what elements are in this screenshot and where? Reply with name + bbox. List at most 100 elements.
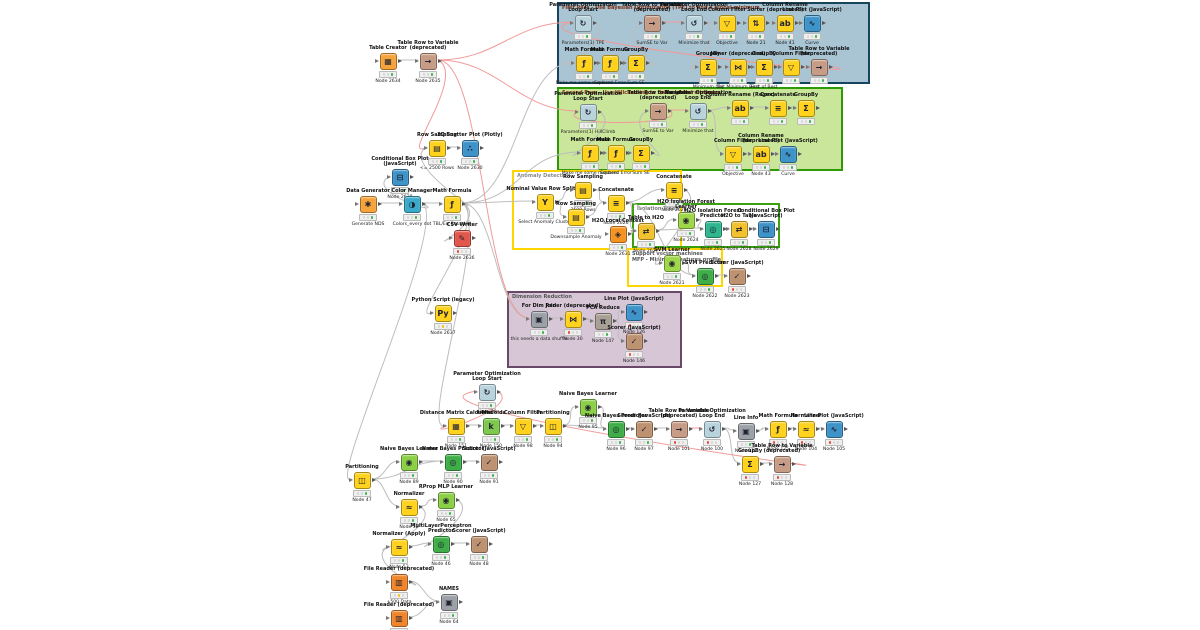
- node-title: Data Generator: [346, 188, 390, 195]
- node-label: Sum SE: [632, 170, 650, 176]
- dimension-reduction-box-title: Dimension Reduction: [512, 294, 572, 300]
- traffic-light: [461, 158, 479, 165]
- node-p_lineplot[interactable]: Line Plot (JavaScript)∿Node 126: [594, 290, 674, 335]
- traffic-light: [755, 77, 773, 84]
- node-scatter2630[interactable]: 3D Scatter Plot (Plotly)∴Node 2630: [430, 126, 510, 171]
- node-title: Column Filter: [708, 7, 746, 14]
- traffic-light: [773, 474, 791, 481]
- node-title: H2O Isolation Forest Predictor: [684, 207, 742, 220]
- node-title: Table Creator: [369, 45, 407, 52]
- node-title: Parameter Optimization Loop End: [660, 1, 728, 14]
- node-l_scorer48[interactable]: Scorer (JavaScript)✓Node 48: [439, 522, 519, 567]
- node-label: this needs a data shuffle: [510, 336, 568, 342]
- node-s_svmp[interactable]: SVM Predictor◎Node 2622: [665, 254, 745, 299]
- node-tc[interactable]: Table Creator▦Node 2634: [348, 39, 428, 84]
- node-label: Minimum Obj: [692, 84, 724, 90]
- traffic-light: [632, 163, 650, 170]
- i_predictor-icon: ◎: [699, 221, 727, 238]
- node-label: Make me some numbers: [555, 80, 613, 86]
- node-g_concat[interactable]: Concatenate≡: [738, 86, 818, 126]
- node-trv2635[interactable]: Table Row to Variable (deprecated)→Node …: [388, 39, 468, 84]
- node-i_h2o2tbl[interactable]: H2O to Table⇄Node 2628: [699, 207, 779, 252]
- g_loopend-icon: ↺: [684, 103, 712, 120]
- l_rprop65-icon: ◉: [432, 492, 460, 509]
- node-p_scorer[interactable]: Scorer (JavaScript)✓Node 146: [594, 319, 674, 364]
- node-label: Node 126: [622, 329, 646, 335]
- node-title: Conditional Box Plot (JavaScript): [371, 155, 429, 168]
- node-title: SVM Learner: [653, 247, 691, 254]
- node-b_lineplot[interactable]: Line Plot (JavaScript)∿Curve: [772, 1, 852, 46]
- node-l_nbp90[interactable]: Naive Bayes Predictor◎Node 90: [413, 440, 493, 485]
- node-label: +500 Data: [386, 599, 412, 605]
- traffic-light: [803, 33, 821, 40]
- traffic-light: [594, 331, 612, 338]
- traffic-light: [579, 122, 597, 129]
- node-label: Node 151: [444, 443, 468, 449]
- node-g_loopstart[interactable]: Parameter Optimization Loop Start↻Parame…: [548, 90, 628, 135]
- node-label: Node 2630: [457, 165, 483, 171]
- node-p_fordimred[interactable]: For Dim Red▣this needs a data shuffle: [499, 297, 579, 342]
- traffic-light: [470, 554, 488, 561]
- mathtbl-icon: ƒ: [438, 196, 466, 213]
- node-label: Sum SE: [627, 80, 645, 86]
- node-g_lineplot[interactable]: Line Plot (JavaScript)∿Curve: [748, 132, 828, 177]
- traffic-light: [724, 164, 742, 171]
- node-label: Node 128: [770, 481, 794, 487]
- node-label: Node 47: [352, 497, 372, 503]
- node-a_concat[interactable]: Concatenate≡Node 2626: [576, 181, 656, 226]
- node-b_loopstart[interactable]: Parameter Optimization Loop Start↻Parame…: [543, 1, 623, 46]
- node-i_predictor[interactable]: H2O Isolation Forest Predictor◎Node 2625: [673, 207, 753, 252]
- node-b_trv2[interactable]: Table Row to Variable (deprecated)→: [779, 45, 859, 85]
- traffic-light: [437, 510, 455, 517]
- node-csvw[interactable]: CSV Writer✎Node 2636: [422, 216, 502, 261]
- b_loopstart-icon: ↻: [569, 15, 597, 32]
- traffic-light: [544, 436, 562, 443]
- node-title: RProp MLP Learner: [418, 484, 474, 491]
- node-label: Make me some numbers: [561, 170, 619, 176]
- g_lineplot-icon: ∿: [774, 146, 802, 163]
- node-i_boxplot[interactable]: Conditional Box Plot (JavaScript)⊟Node 2…: [726, 207, 806, 252]
- traffic-light: [779, 164, 797, 171]
- node-g_colfilter[interactable]: Column Filter▽Objective: [693, 132, 773, 177]
- node-m_lineplot105[interactable]: Line Plot (JavaScript)∿Node 105: [794, 407, 874, 452]
- node-a_h2octx[interactable]: H2O Local Context◈Node 2631: [578, 212, 658, 257]
- node-s_scorer[interactable]: Scorer (JavaScript)✓Node 2623: [697, 254, 777, 299]
- node-label: Node 2623: [724, 293, 750, 299]
- traffic-light: [810, 77, 828, 84]
- traffic-light: [353, 490, 371, 497]
- node-a_rowsamp2[interactable]: Row Sampling▤Downsample Anomaly: [536, 195, 616, 240]
- node-label: Node 90: [443, 479, 463, 485]
- node-l_fr50[interactable]: File Reader (deprecated)▥Node 50: [359, 596, 439, 630]
- node-g_loopend[interactable]: Parameter Optimization Loop End↺Minimize…: [658, 89, 738, 134]
- node-title: H2O to Table: [720, 213, 758, 220]
- node-title: Row Sampling: [556, 201, 596, 208]
- m_loopstart99-icon: ↻: [473, 384, 501, 401]
- traffic-light: [601, 73, 619, 80]
- traffic-light: [434, 323, 452, 330]
- node-title: Math Formula: [596, 137, 636, 144]
- node-m_trv128[interactable]: Table Row to Variable (deprecated)→Node …: [742, 442, 822, 487]
- b_trv2-icon: →: [805, 59, 833, 76]
- trv2635-icon: →: [414, 53, 442, 70]
- l_fr50-icon: ▥: [385, 610, 413, 627]
- traffic-light: [704, 239, 722, 246]
- traffic-light: [564, 329, 582, 336]
- node-l_names64[interactable]: NAMES▣Node 64: [409, 580, 489, 625]
- b_lineplot-icon: ∿: [798, 15, 826, 32]
- node-l_rprop65[interactable]: RProp MLP Learner◉Node 65: [406, 478, 486, 523]
- i_h2o2tbl-icon: ⇄: [725, 221, 753, 238]
- node-label: Node 105: [822, 446, 846, 452]
- node-label: Node 89: [399, 479, 419, 485]
- node-title: Line Plot (JavaScript): [604, 296, 664, 303]
- traffic-light: [574, 33, 592, 40]
- pyscript-icon: Py: [429, 305, 457, 322]
- g_groupby-icon: Σ: [792, 100, 820, 117]
- node-label: Node 127: [738, 481, 762, 487]
